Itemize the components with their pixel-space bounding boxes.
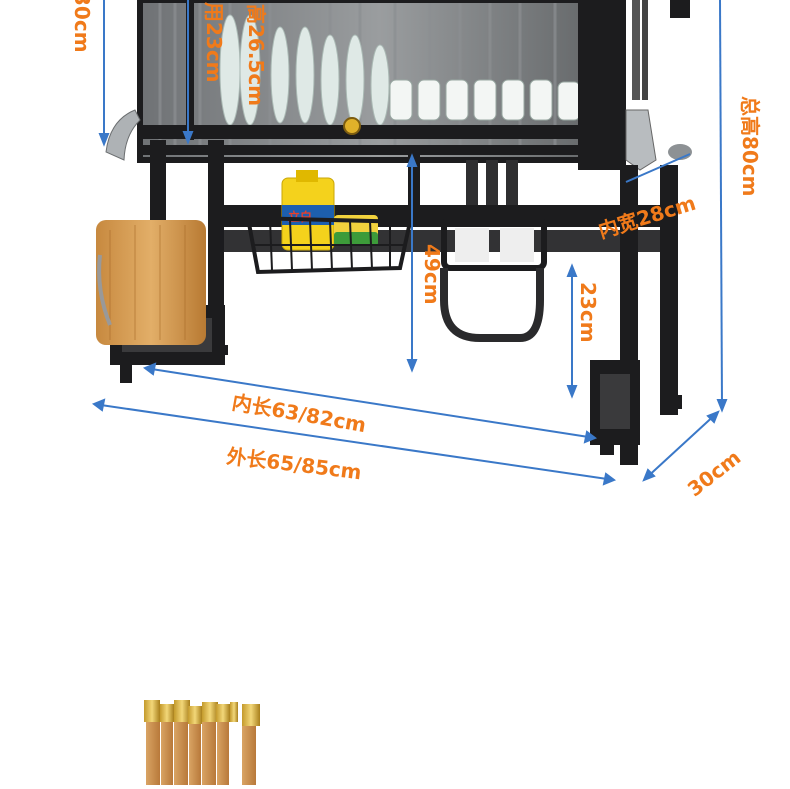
hanging-utensils: [625, 0, 692, 171]
dim-height-49: 49cm: [420, 244, 444, 305]
bottle-label: 立白: [288, 209, 312, 224]
dim-height-23: 23cm: [576, 282, 600, 343]
dim-usable-height: 用23cm: [202, 2, 226, 83]
dim-height-30: 30cm: [70, 0, 94, 53]
chopsticks: [144, 700, 260, 785]
dim-shelf-height: 高26.5cm: [244, 4, 268, 107]
hanging-basket: 立白: [245, 170, 413, 275]
upper-cabinet: [137, 0, 626, 170]
cutting-board: [96, 220, 206, 345]
left-ladle: [105, 109, 141, 161]
dimension-lines: [91, 0, 728, 486]
dim-total-height: 总高80cm: [738, 96, 762, 197]
knife-holder: [440, 160, 548, 342]
